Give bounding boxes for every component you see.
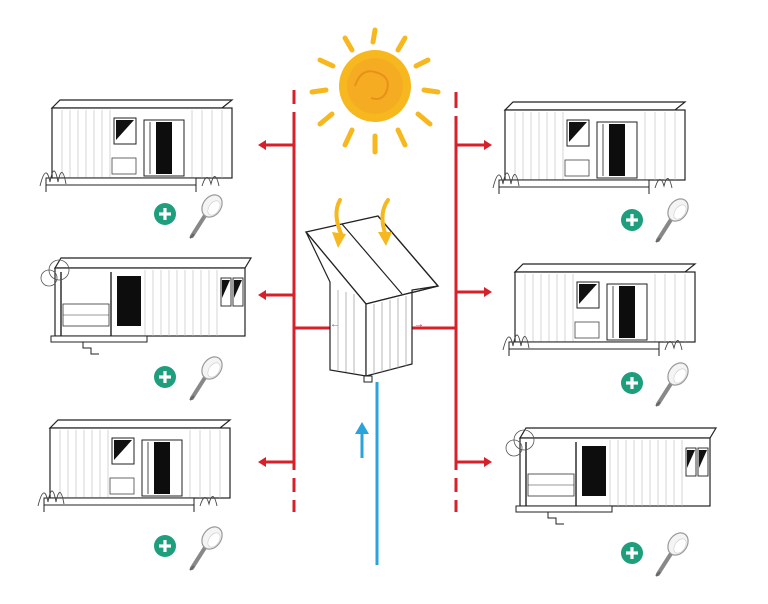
cabin-right-top (492, 101, 686, 195)
plus-icon[interactable] (154, 535, 176, 557)
cabin-left-top (39, 99, 233, 193)
plus-icon[interactable] (154, 366, 176, 388)
solar-water-heater-shed: ← → (304, 215, 440, 383)
shower-head-icon (654, 193, 695, 244)
down-arrow-heads (332, 232, 392, 248)
plus-icon[interactable] (621, 542, 643, 564)
hot-water-pipe-right (412, 92, 488, 512)
shower-head-icon (188, 351, 229, 402)
shower-head-icon (188, 189, 229, 240)
svg-text:←: ← (330, 319, 340, 330)
plus-icon[interactable] (621, 209, 643, 231)
cold-water-pipe (355, 382, 379, 565)
plus-icon[interactable] (621, 372, 643, 394)
shower-head-icon (188, 521, 229, 572)
shower-head-icon (654, 357, 695, 408)
hot-water-arrows-right (484, 140, 492, 467)
hot-water-pipe-left (262, 90, 338, 512)
plus-icon[interactable] (154, 203, 176, 225)
sun-icon (309, 27, 441, 155)
hot-water-arrows-left (258, 140, 266, 467)
svg-text:→: → (414, 319, 424, 330)
cabin-left-middle (40, 257, 252, 355)
cabin-right-middle (502, 263, 696, 357)
shower-head-icon (654, 527, 695, 578)
cabin-left-bottom (37, 419, 231, 513)
cabin-right-bottom (505, 427, 717, 525)
